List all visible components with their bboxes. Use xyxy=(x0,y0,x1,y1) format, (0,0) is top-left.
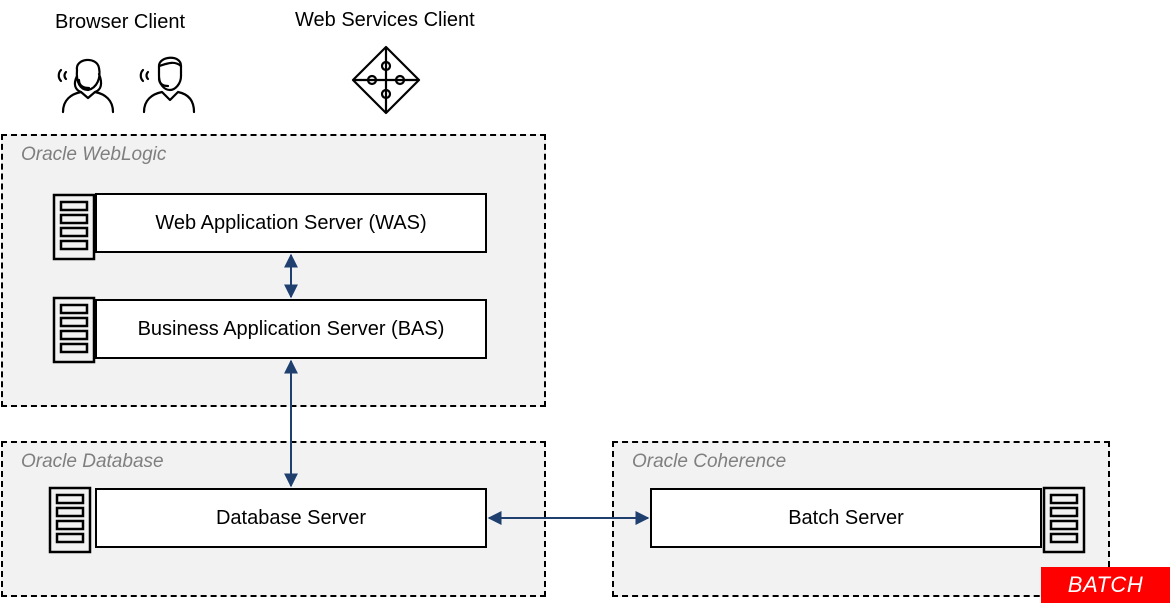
headset-man-icon xyxy=(139,56,196,114)
headset-woman-icon xyxy=(57,58,115,114)
batch-badge: BATCH xyxy=(1041,567,1170,603)
weblogic-zone-label: Oracle WebLogic xyxy=(21,144,167,165)
coherence-zone-label: Oracle Coherence xyxy=(632,451,787,472)
browser-client-label: Browser Client xyxy=(55,11,186,33)
bas-label: Business Application Server (BAS) xyxy=(137,317,445,340)
server-rack-icon xyxy=(52,296,96,364)
server-rack-icon xyxy=(1042,486,1086,554)
batch-server-label: Batch Server xyxy=(788,506,904,529)
was-label: Web Application Server (WAS) xyxy=(155,211,427,234)
batch-badge-label: BATCH xyxy=(1067,572,1144,597)
batch-server-box: Batch Server xyxy=(650,488,1042,548)
bas-box: Business Application Server (BAS) xyxy=(95,299,487,359)
database-zone-label: Oracle Database xyxy=(21,451,164,472)
database-server-box: Database Server xyxy=(95,488,487,548)
server-rack-icon xyxy=(52,193,96,261)
puzzle-icon xyxy=(351,45,421,115)
database-server-label: Database Server xyxy=(215,506,367,529)
server-rack-icon xyxy=(48,486,92,554)
was-box: Web Application Server (WAS) xyxy=(95,193,487,253)
web-services-client-label: Web Services Client xyxy=(295,9,475,31)
